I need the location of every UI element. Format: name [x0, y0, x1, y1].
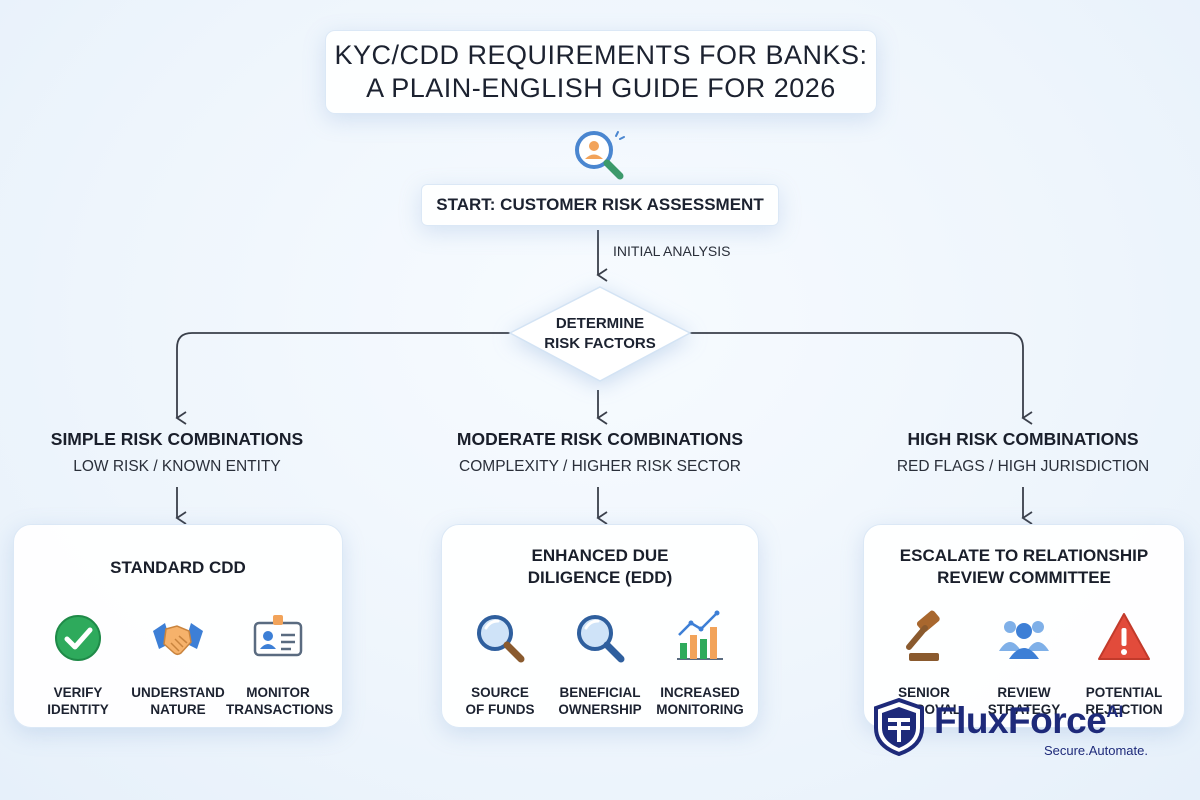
warning-icon	[1098, 613, 1150, 660]
result-title: ENHANCED DUE DILIGENCE (EDD)	[442, 545, 758, 589]
brand-tagline: Secure.Automate.	[1043, 743, 1148, 758]
brand-logo: FluxForceAI Secure.Automate.	[872, 698, 1172, 760]
arrow-decision-to-high	[688, 332, 1033, 425]
decision-line-2: RISK FACTORS	[544, 335, 656, 352]
brand-wordmark: FluxForceAI	[934, 700, 1123, 742]
branch-simple-subtitle: LOW RISK / KNOWN ENTITY	[73, 458, 281, 475]
branch-high-header: HIGH RISK COMBINATIONS RED FLAGS / HIGH …	[860, 429, 1186, 476]
title-line-2: A PLAIN-ENGLISH GUIDE FOR 2026	[366, 73, 836, 103]
id-card-icon	[253, 615, 303, 657]
gavel-icon	[906, 610, 940, 661]
result-title: STANDARD CDD	[14, 557, 342, 579]
title-line-1: KYC/CDD REQUIREMENTS FOR BANKS:	[334, 40, 868, 70]
branch-high-title: HIGH RISK COMBINATIONS	[907, 429, 1139, 449]
group-icon	[999, 621, 1049, 659]
handshake-icon	[153, 623, 203, 656]
arrow-decision-to-simple	[175, 332, 510, 425]
result-title-line-1: ESCALATE TO RELATIONSHIP	[899, 546, 1149, 565]
branch-high-subtitle: RED FLAGS / HIGH JURISDICTION	[896, 458, 1150, 475]
decision-line-1: DETERMINE	[555, 315, 645, 332]
check-circle-icon	[55, 615, 101, 661]
result-card-escalate: ESCALATE TO RELATIONSHIP REVIEW COMMITTE…	[863, 524, 1185, 728]
branch-moderate-subtitle: COMPLEXITY / HIGHER RISK SECTOR	[459, 458, 741, 475]
result-title-line-1: STANDARD CDD	[110, 558, 246, 577]
shield-logo-icon	[874, 698, 924, 756]
result-title: ESCALATE TO RELATIONSHIP REVIEW COMMITTE…	[864, 545, 1184, 589]
brand-superscript: AI	[1106, 702, 1124, 721]
bar-chart-icon	[677, 610, 723, 660]
decision-label: DETERMINE RISK FACTORS	[530, 314, 670, 354]
result-title-line-2: DILIGENCE (EDD)	[527, 568, 673, 587]
decision-diamond	[508, 286, 692, 382]
magnifier-icon	[477, 615, 525, 663]
start-node: START: CUSTOMER RISK ASSESSMENT	[421, 184, 779, 226]
page-title: KYC/CDD REQUIREMENTS FOR BANKS: A PLAIN-…	[325, 30, 877, 114]
branch-simple-header: SIMPLE RISK COMBINATIONS LOW RISK / KNOW…	[17, 429, 337, 476]
branch-moderate-header: MODERATE RISK COMBINATIONS COMPLEXITY / …	[420, 429, 780, 476]
magnifier-person-icon	[575, 131, 625, 180]
brand-name: FluxForce	[934, 700, 1107, 741]
result-title-line-2: REVIEW COMMITTEE	[937, 568, 1111, 587]
arrow-label-initial-analysis: INITIAL ANALYSIS	[613, 243, 731, 259]
magnifier-icon	[577, 615, 625, 663]
result-title-line-1: ENHANCED DUE	[531, 546, 669, 565]
branch-moderate-title: MODERATE RISK COMBINATIONS	[456, 429, 744, 449]
branch-simple-title: SIMPLE RISK COMBINATIONS	[50, 429, 304, 449]
